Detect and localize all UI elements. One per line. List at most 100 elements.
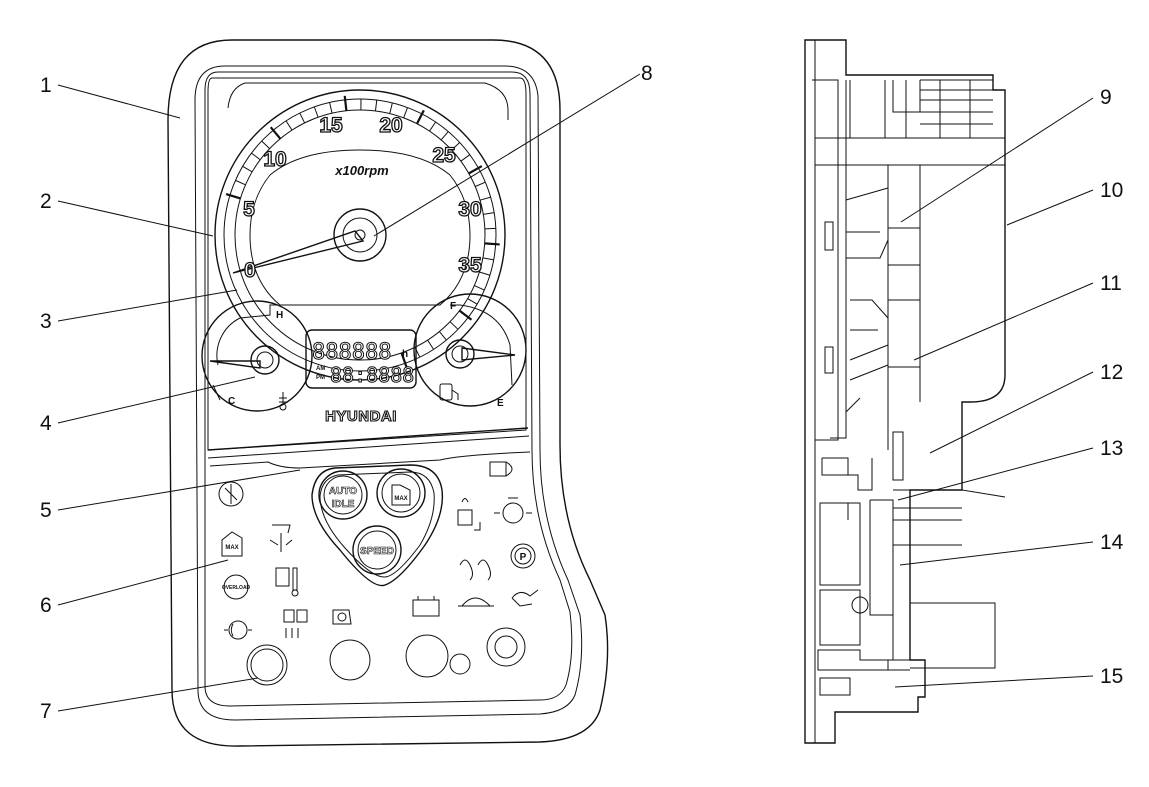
- indicator-icons: MAX OVERLOAD P: [218, 461, 539, 686]
- svg-text:MAX: MAX: [225, 545, 238, 551]
- tach-tick: [429, 121, 437, 132]
- side-view: [804, 39, 1006, 744]
- tach-tick: [389, 102, 393, 114]
- callout-2: 2: [40, 190, 52, 213]
- tach-tick: [261, 140, 270, 150]
- tach-tick: [438, 331, 447, 341]
- temp-low-label: C: [228, 396, 235, 407]
- callout-6: 6: [40, 594, 52, 617]
- tach-tick: [449, 321, 459, 330]
- power-max-button[interactable]: MAX: [376, 468, 426, 518]
- fuel-full-label: F: [450, 301, 456, 312]
- callout-15: 15: [1100, 665, 1123, 688]
- parking-brake-icon: P: [510, 543, 536, 569]
- callout-12: 12: [1100, 361, 1123, 384]
- lcd-pm-label: PM: [316, 375, 325, 381]
- slow-speed-turtle-icon: [458, 597, 494, 607]
- tach-tick: [475, 181, 486, 187]
- tach-tick: [400, 352, 408, 368]
- tach-tick: [474, 285, 485, 291]
- callout-numbers: 1 2 3 4 5 6 7 8 9 10 11 12 13 14 15: [40, 62, 1124, 723]
- tach-tick: [415, 109, 425, 125]
- tach-tick: [484, 227, 496, 230]
- tach-tick: [242, 165, 253, 173]
- speaker-icon: [246, 644, 288, 686]
- lcd-hour-digits: 888888: [312, 340, 391, 365]
- housing-inner-outline: [194, 65, 583, 721]
- glow-plug-icon: [459, 559, 491, 581]
- overload-indicator-icon: OVERLOAD: [222, 574, 251, 600]
- hydraulic-oil-icon: [275, 567, 299, 597]
- callout-3: 3: [40, 310, 52, 333]
- callout-9: 9: [1100, 86, 1112, 109]
- fuel-pump-icon: [439, 383, 459, 401]
- tach-tick: [440, 131, 449, 141]
- speed-label: SPEED: [360, 546, 394, 557]
- tach-label-30: 30: [458, 198, 481, 221]
- tach-tick: [479, 271, 491, 276]
- tach-tick: [269, 126, 282, 140]
- callout-1: 1: [40, 74, 52, 97]
- tach-tick: [299, 112, 306, 124]
- button-panel: AUTO IDLE MAX SPEED: [311, 464, 444, 587]
- washer-switch-icon: [486, 627, 526, 667]
- tach-tick: [343, 95, 348, 111]
- engine-oil-pressure-icon: [332, 609, 352, 625]
- tach-label-20: 20: [379, 114, 402, 137]
- lens-bezel: [204, 71, 573, 707]
- wiper-switch-icon: [329, 639, 371, 681]
- preheat-icon: [218, 481, 244, 507]
- tachometer-outer-ring: [214, 89, 506, 381]
- tachometer-ticks: [225, 95, 500, 368]
- fuel-empty-label: E: [497, 398, 504, 409]
- hydraulic-oil-temp-icon: [269, 524, 293, 552]
- brand-logo-text: HYUNDAI: [325, 408, 397, 425]
- tachometer-needle: [232, 230, 365, 274]
- callout-7: 7: [40, 700, 52, 723]
- callout-14: 14: [1100, 531, 1124, 554]
- speed-button[interactable]: SPEED: [352, 525, 402, 575]
- fast-speed-rabbit-icon: [511, 589, 539, 607]
- svg-text:OVERLOAD: OVERLOAD: [222, 585, 251, 591]
- auto-idle-label-line2: IDLE: [332, 499, 355, 510]
- tach-tick: [458, 309, 473, 321]
- side-view-outline: [804, 39, 1006, 744]
- coolant-temperature-icon: [279, 392, 287, 411]
- swing-brake-icon: [224, 620, 252, 640]
- tach-label-5: 5: [243, 198, 255, 221]
- fuel-gauge: F E: [413, 293, 527, 409]
- power-max-label: MAX: [394, 496, 407, 502]
- gauge-divider: [207, 427, 529, 451]
- engine-warning-icon: [494, 497, 532, 524]
- tach-tick: [329, 102, 333, 114]
- lcd-display: 888888 h AM PM 88:8888: [305, 329, 417, 389]
- tach-tick: [374, 99, 378, 112]
- power-max-indicator-icon: MAX: [221, 531, 243, 557]
- lcd-hour-unit: h: [402, 349, 408, 360]
- tach-tick: [313, 106, 319, 118]
- tach-label-15: 15: [319, 114, 343, 137]
- housing-outline: [167, 39, 609, 747]
- tach-tick: [451, 142, 461, 151]
- temp-high-label: H: [276, 310, 283, 321]
- tach-tick: [484, 242, 500, 246]
- lcd-am-label: AM: [316, 366, 325, 372]
- tach-tick: [285, 120, 293, 131]
- auto-idle-button[interactable]: AUTO IDLE: [318, 470, 368, 520]
- callout-4: 4: [40, 412, 52, 435]
- lcd-clock-digits: 88:8888: [330, 363, 414, 387]
- quick-coupler-icon: [457, 498, 481, 531]
- tach-tick: [482, 257, 494, 261]
- tach-tick: [483, 212, 495, 215]
- rpm-unit-label: x100rpm: [334, 163, 389, 178]
- callout-leaders: [57, 73, 1094, 712]
- front-view: x100rpm 0 5 10 15 20 25 30 35 H C: [167, 39, 609, 747]
- tach-tick: [460, 154, 471, 162]
- callout-10: 10: [1100, 179, 1123, 202]
- tach-tick: [468, 165, 483, 175]
- tachometer-hub: [333, 208, 387, 262]
- tach-tick: [235, 179, 246, 186]
- tach-tick: [225, 193, 241, 200]
- tach-tick: [403, 107, 408, 119]
